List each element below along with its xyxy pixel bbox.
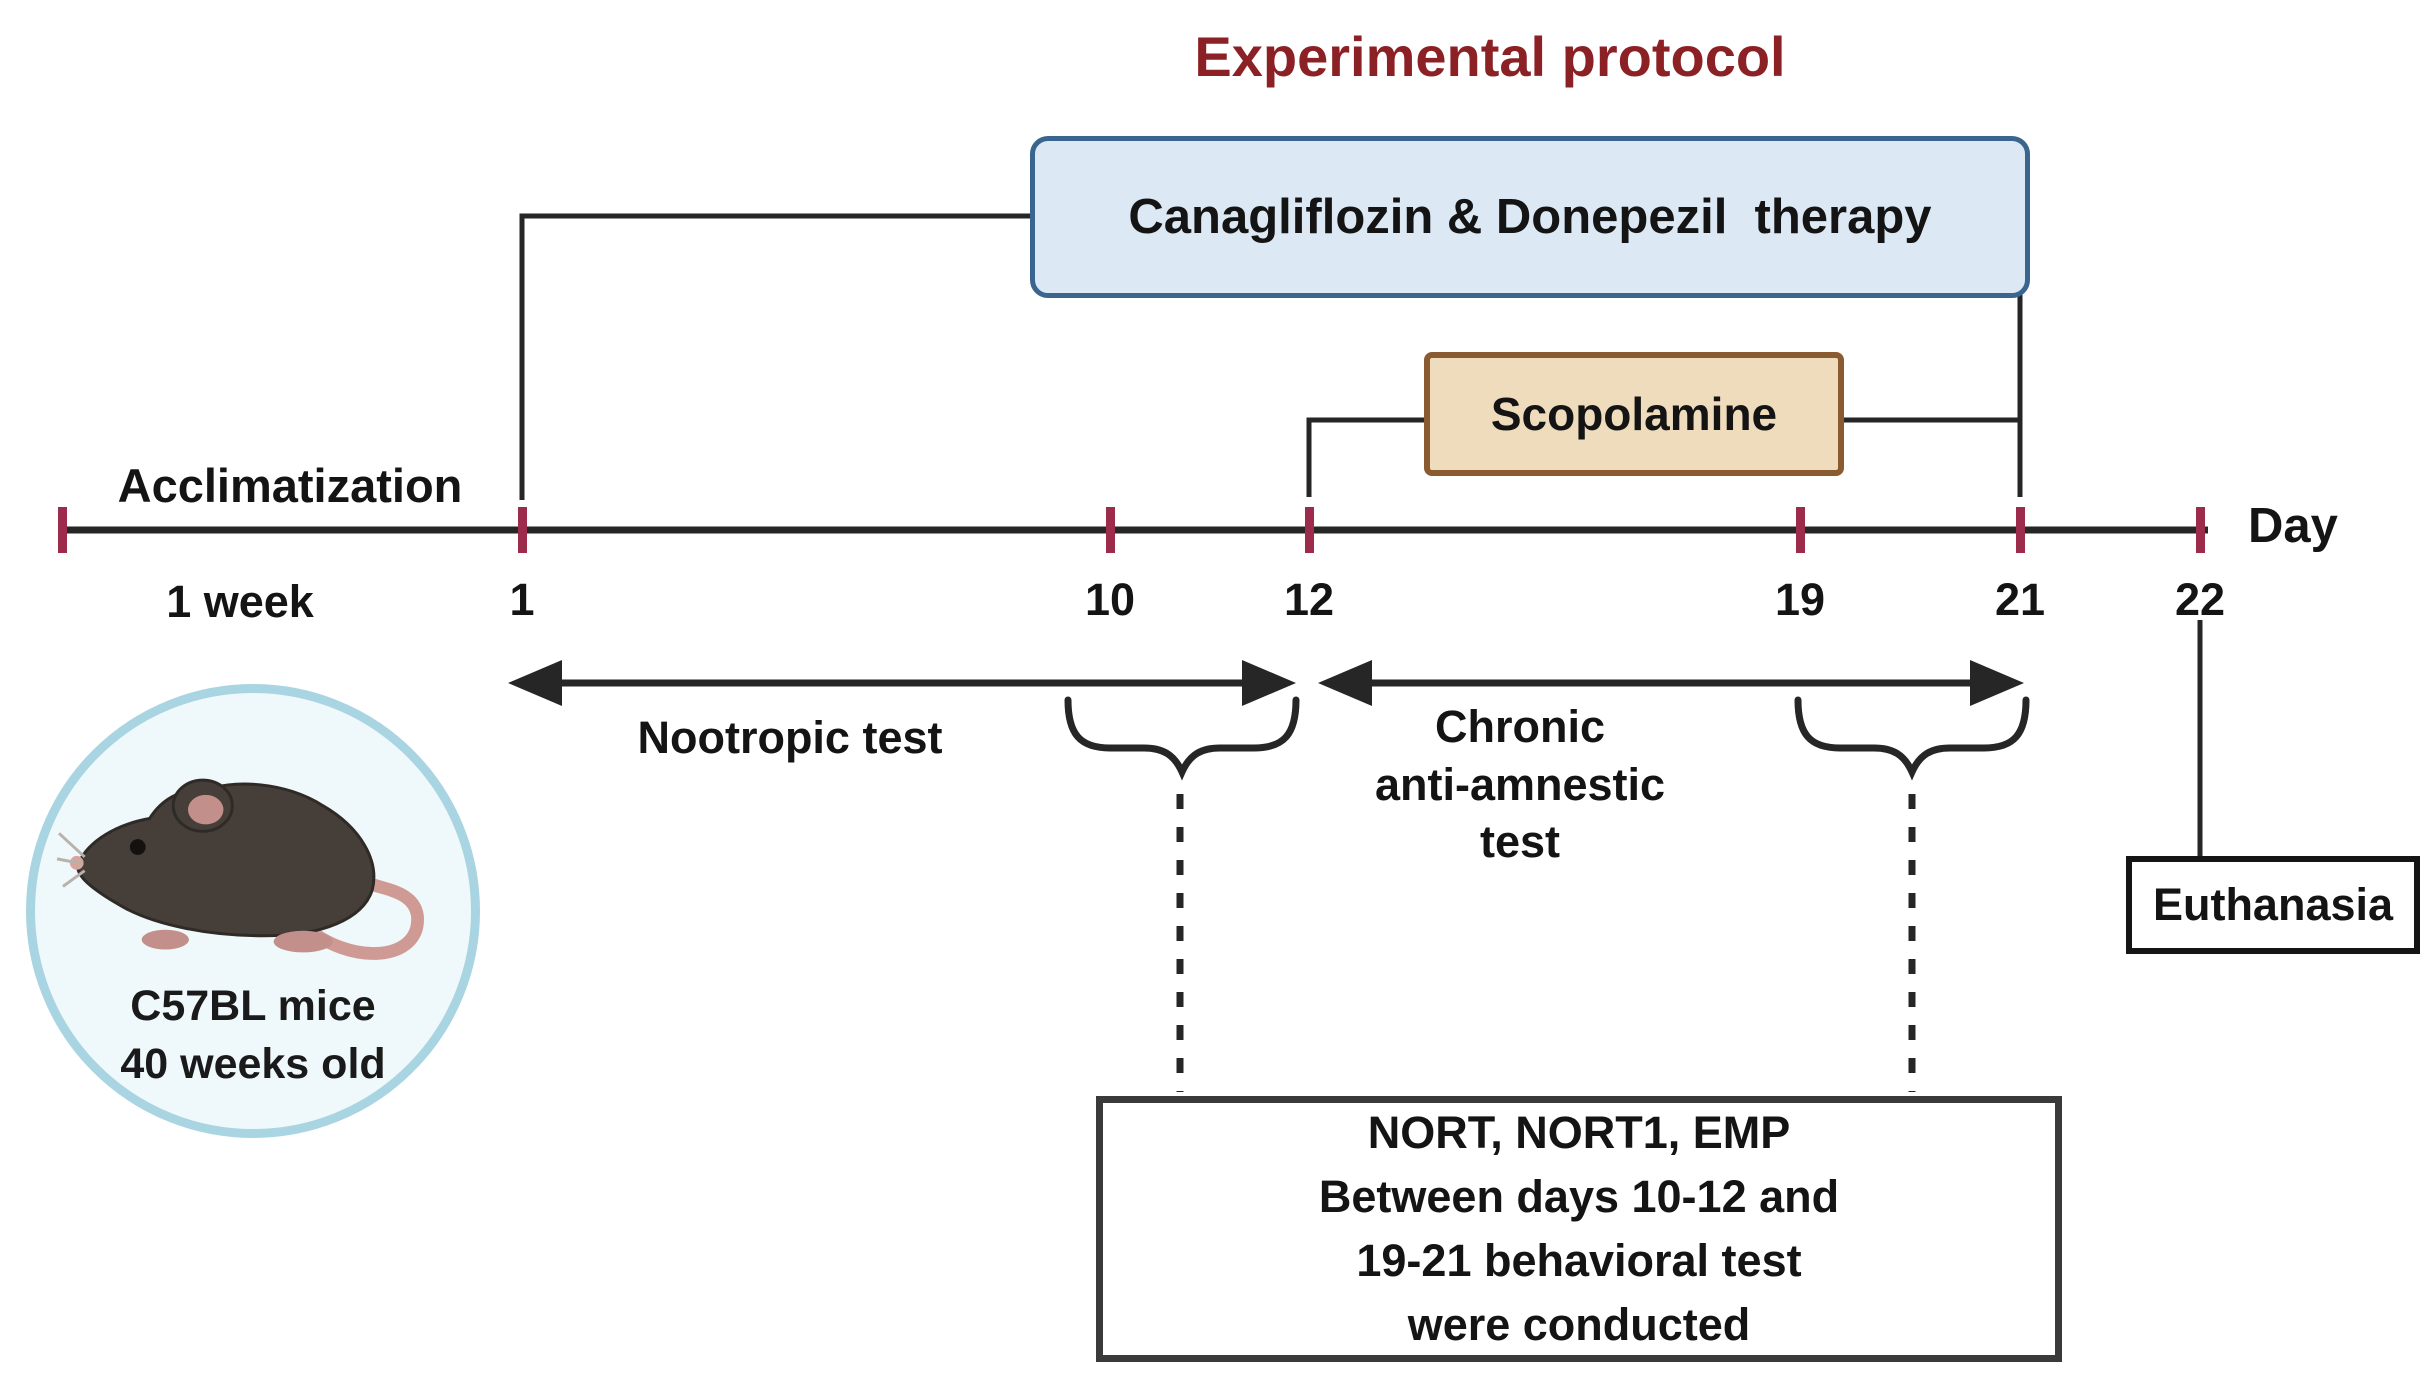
mouse-whiskers	[56, 832, 86, 888]
therapy-box-label: Canagliflozin & Donepezil therapy	[1128, 190, 1932, 244]
subject-badge: C57BL mice 40 weeks old	[26, 684, 480, 1138]
tick-day-19	[1796, 507, 1805, 553]
tick-day-22	[2196, 507, 2205, 553]
mouse-body	[76, 782, 376, 938]
brace-days-10-12	[1064, 696, 1300, 781]
mouse-ear-inner	[188, 794, 224, 825]
euthanasia-box: Euthanasia	[2126, 856, 2420, 954]
day-label-22: 22	[2174, 574, 2226, 625]
tick-day-10	[1106, 507, 1115, 553]
subject-strain: C57BL mice	[130, 982, 376, 1030]
tick-day-1	[518, 507, 527, 553]
chronic-span-arrow	[1318, 660, 2024, 706]
mouse-front-foot	[141, 929, 189, 950]
mouse-icon	[56, 778, 424, 960]
day-label-19: 19	[1774, 574, 1826, 625]
tick-start	[58, 507, 67, 553]
chronic-anti-amnestic-label: Chronic anti-amnestic test	[1374, 701, 1666, 868]
tick-day-21	[2016, 507, 2025, 553]
therapy-box: Canagliflozin & Donepezil therapy	[1030, 136, 2030, 298]
connector-day1-therapy	[519, 213, 1030, 500]
mouse-hind-foot	[273, 930, 333, 953]
behavioral-test-box: NORT, NORT1, EMP Between days 10-12 and …	[1096, 1096, 2062, 1362]
day-label-12: 12	[1283, 574, 1335, 625]
nootropic-test-label: Nootropic test	[637, 712, 943, 763]
day-label-10: 10	[1084, 574, 1136, 625]
day-label-21: 21	[1994, 574, 2046, 625]
tick-day-12	[1305, 507, 1314, 553]
subject-age: 40 weeks old	[120, 1040, 386, 1089]
brace-days-19-21	[1794, 696, 2030, 781]
acclimatization-duration-label: 1 week	[166, 576, 314, 627]
day-label-1: 1	[509, 574, 535, 625]
subject-text: C57BL mice 40 weeks old	[35, 977, 471, 1093]
connector-day12-scopolamine	[1306, 417, 1424, 497]
acclimatization-label: Acclimatization	[117, 459, 463, 512]
scopolamine-box-label: Scopolamine	[1490, 388, 1778, 440]
nootropic-span-arrow	[508, 660, 1296, 706]
mouse-eye	[129, 839, 146, 855]
day-axis-label: Day	[2248, 499, 2338, 553]
scopolamine-box: Scopolamine	[1424, 352, 1844, 476]
timeline-ticks	[58, 507, 2205, 553]
diagram-title: Experimental protocol	[1194, 25, 1786, 88]
